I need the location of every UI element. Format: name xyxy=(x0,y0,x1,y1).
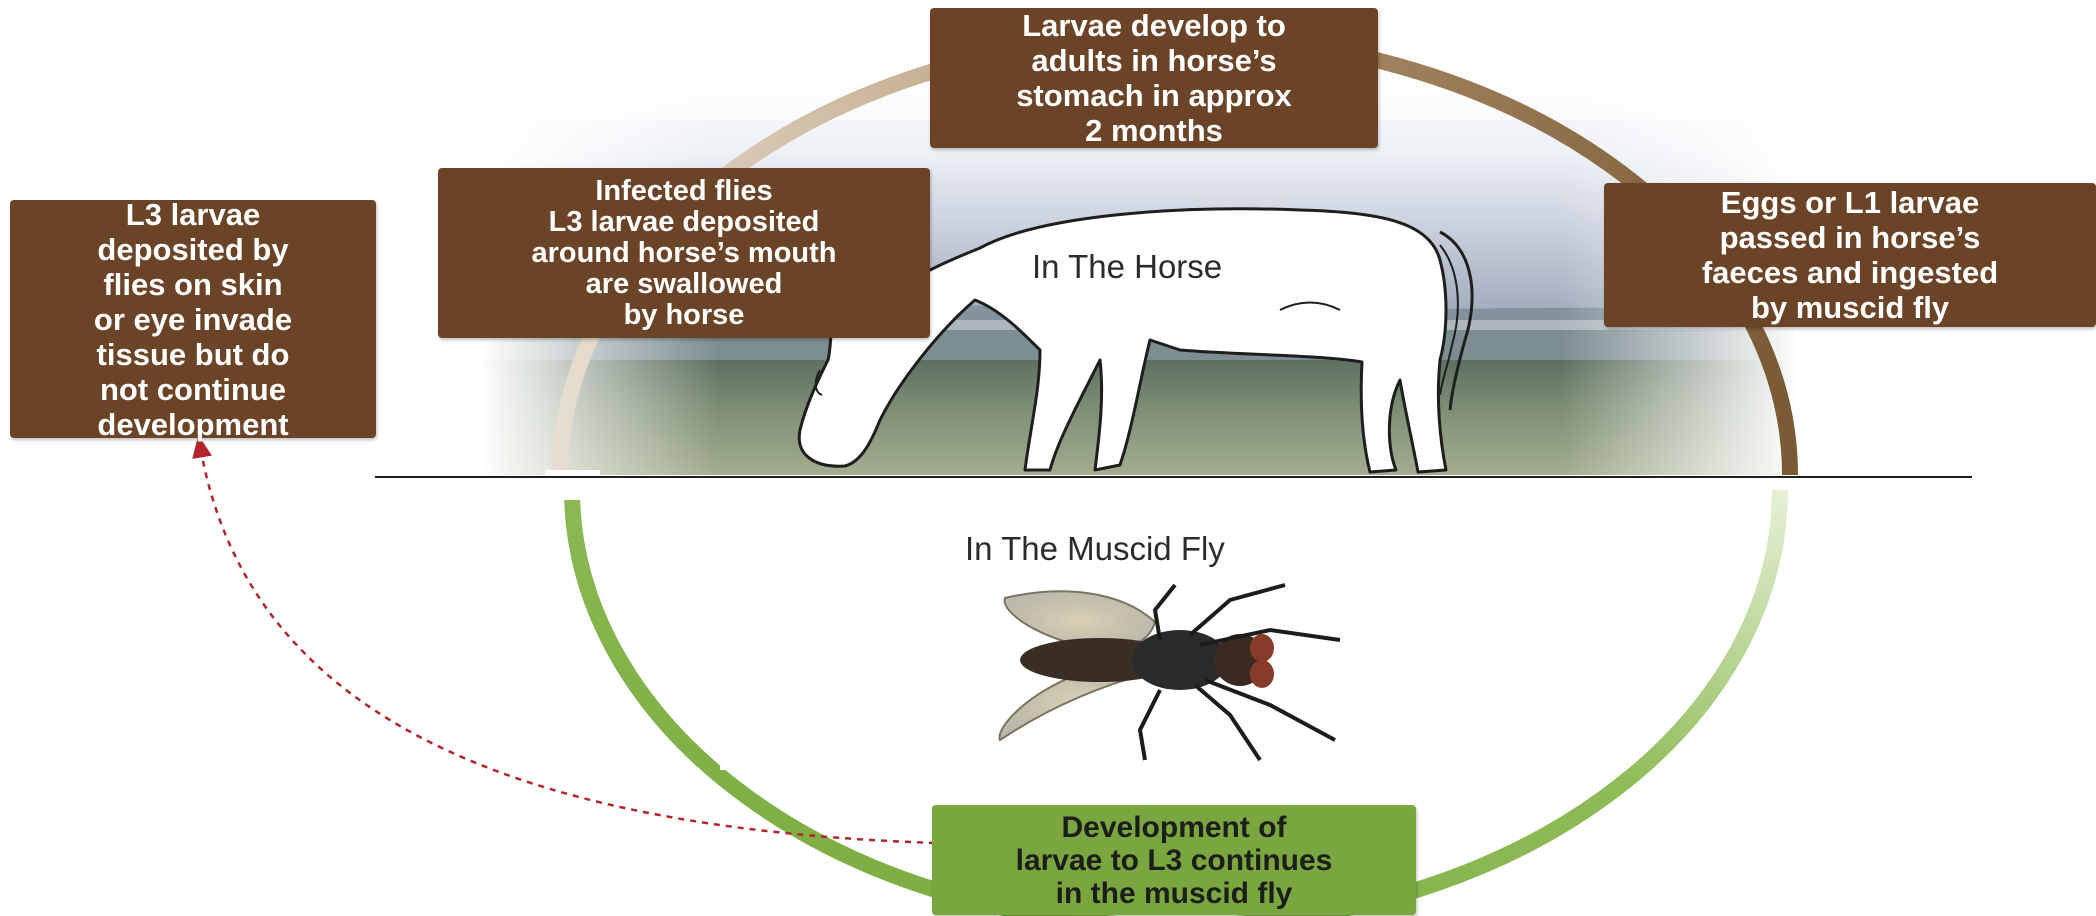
box-line: by horse xyxy=(624,300,745,331)
box-line: in the muscid fly xyxy=(1056,877,1293,910)
box-line: passed in horse’s xyxy=(1720,220,1981,255)
box-line: not continue xyxy=(100,372,286,407)
box-line: 2 months xyxy=(1085,113,1223,148)
box-line: L3 larvae deposited xyxy=(549,207,820,238)
box-line: around horse’s mouth xyxy=(531,238,836,269)
box-line: L3 larvae xyxy=(126,197,260,232)
box-line: faeces and ingested xyxy=(1702,255,1998,290)
box-line: development xyxy=(97,407,288,442)
horse-section-label: In The Horse xyxy=(1032,248,1222,286)
box-line: by muscid fly xyxy=(1751,290,1949,325)
box-line: adults in horse’s xyxy=(1031,43,1276,78)
box-line: deposited by xyxy=(97,232,288,267)
fly-section-label: In The Muscid Fly xyxy=(965,530,1225,568)
skin-eye-box: L3 larvae deposited by flies on skin or … xyxy=(10,200,376,438)
box-line: stomach in approx xyxy=(1016,78,1292,113)
infected-flies-box: Infected flies L3 larvae deposited aroun… xyxy=(438,168,930,338)
box-line: or eye invade xyxy=(94,302,292,337)
muscid-fly xyxy=(1000,585,1340,760)
box-line: are swallowed xyxy=(586,269,783,300)
box-line: Development of xyxy=(1061,811,1286,844)
box-line: Eggs or L1 larvae xyxy=(1721,185,1979,220)
box-line: Infected flies xyxy=(595,176,772,207)
box-line: flies on skin xyxy=(103,267,282,302)
adult-development-box: Larvae develop to adults in horse’s stom… xyxy=(930,8,1378,148)
box-line: larvae to L3 continues xyxy=(1016,844,1333,877)
l3-development-box: Development of larvae to L3 continues in… xyxy=(932,805,1416,915)
box-line: tissue but do xyxy=(97,337,290,372)
eggs-l1-box: Eggs or L1 larvae passed in horse’s faec… xyxy=(1604,183,2096,327)
box-line: Larvae develop to xyxy=(1022,8,1286,43)
